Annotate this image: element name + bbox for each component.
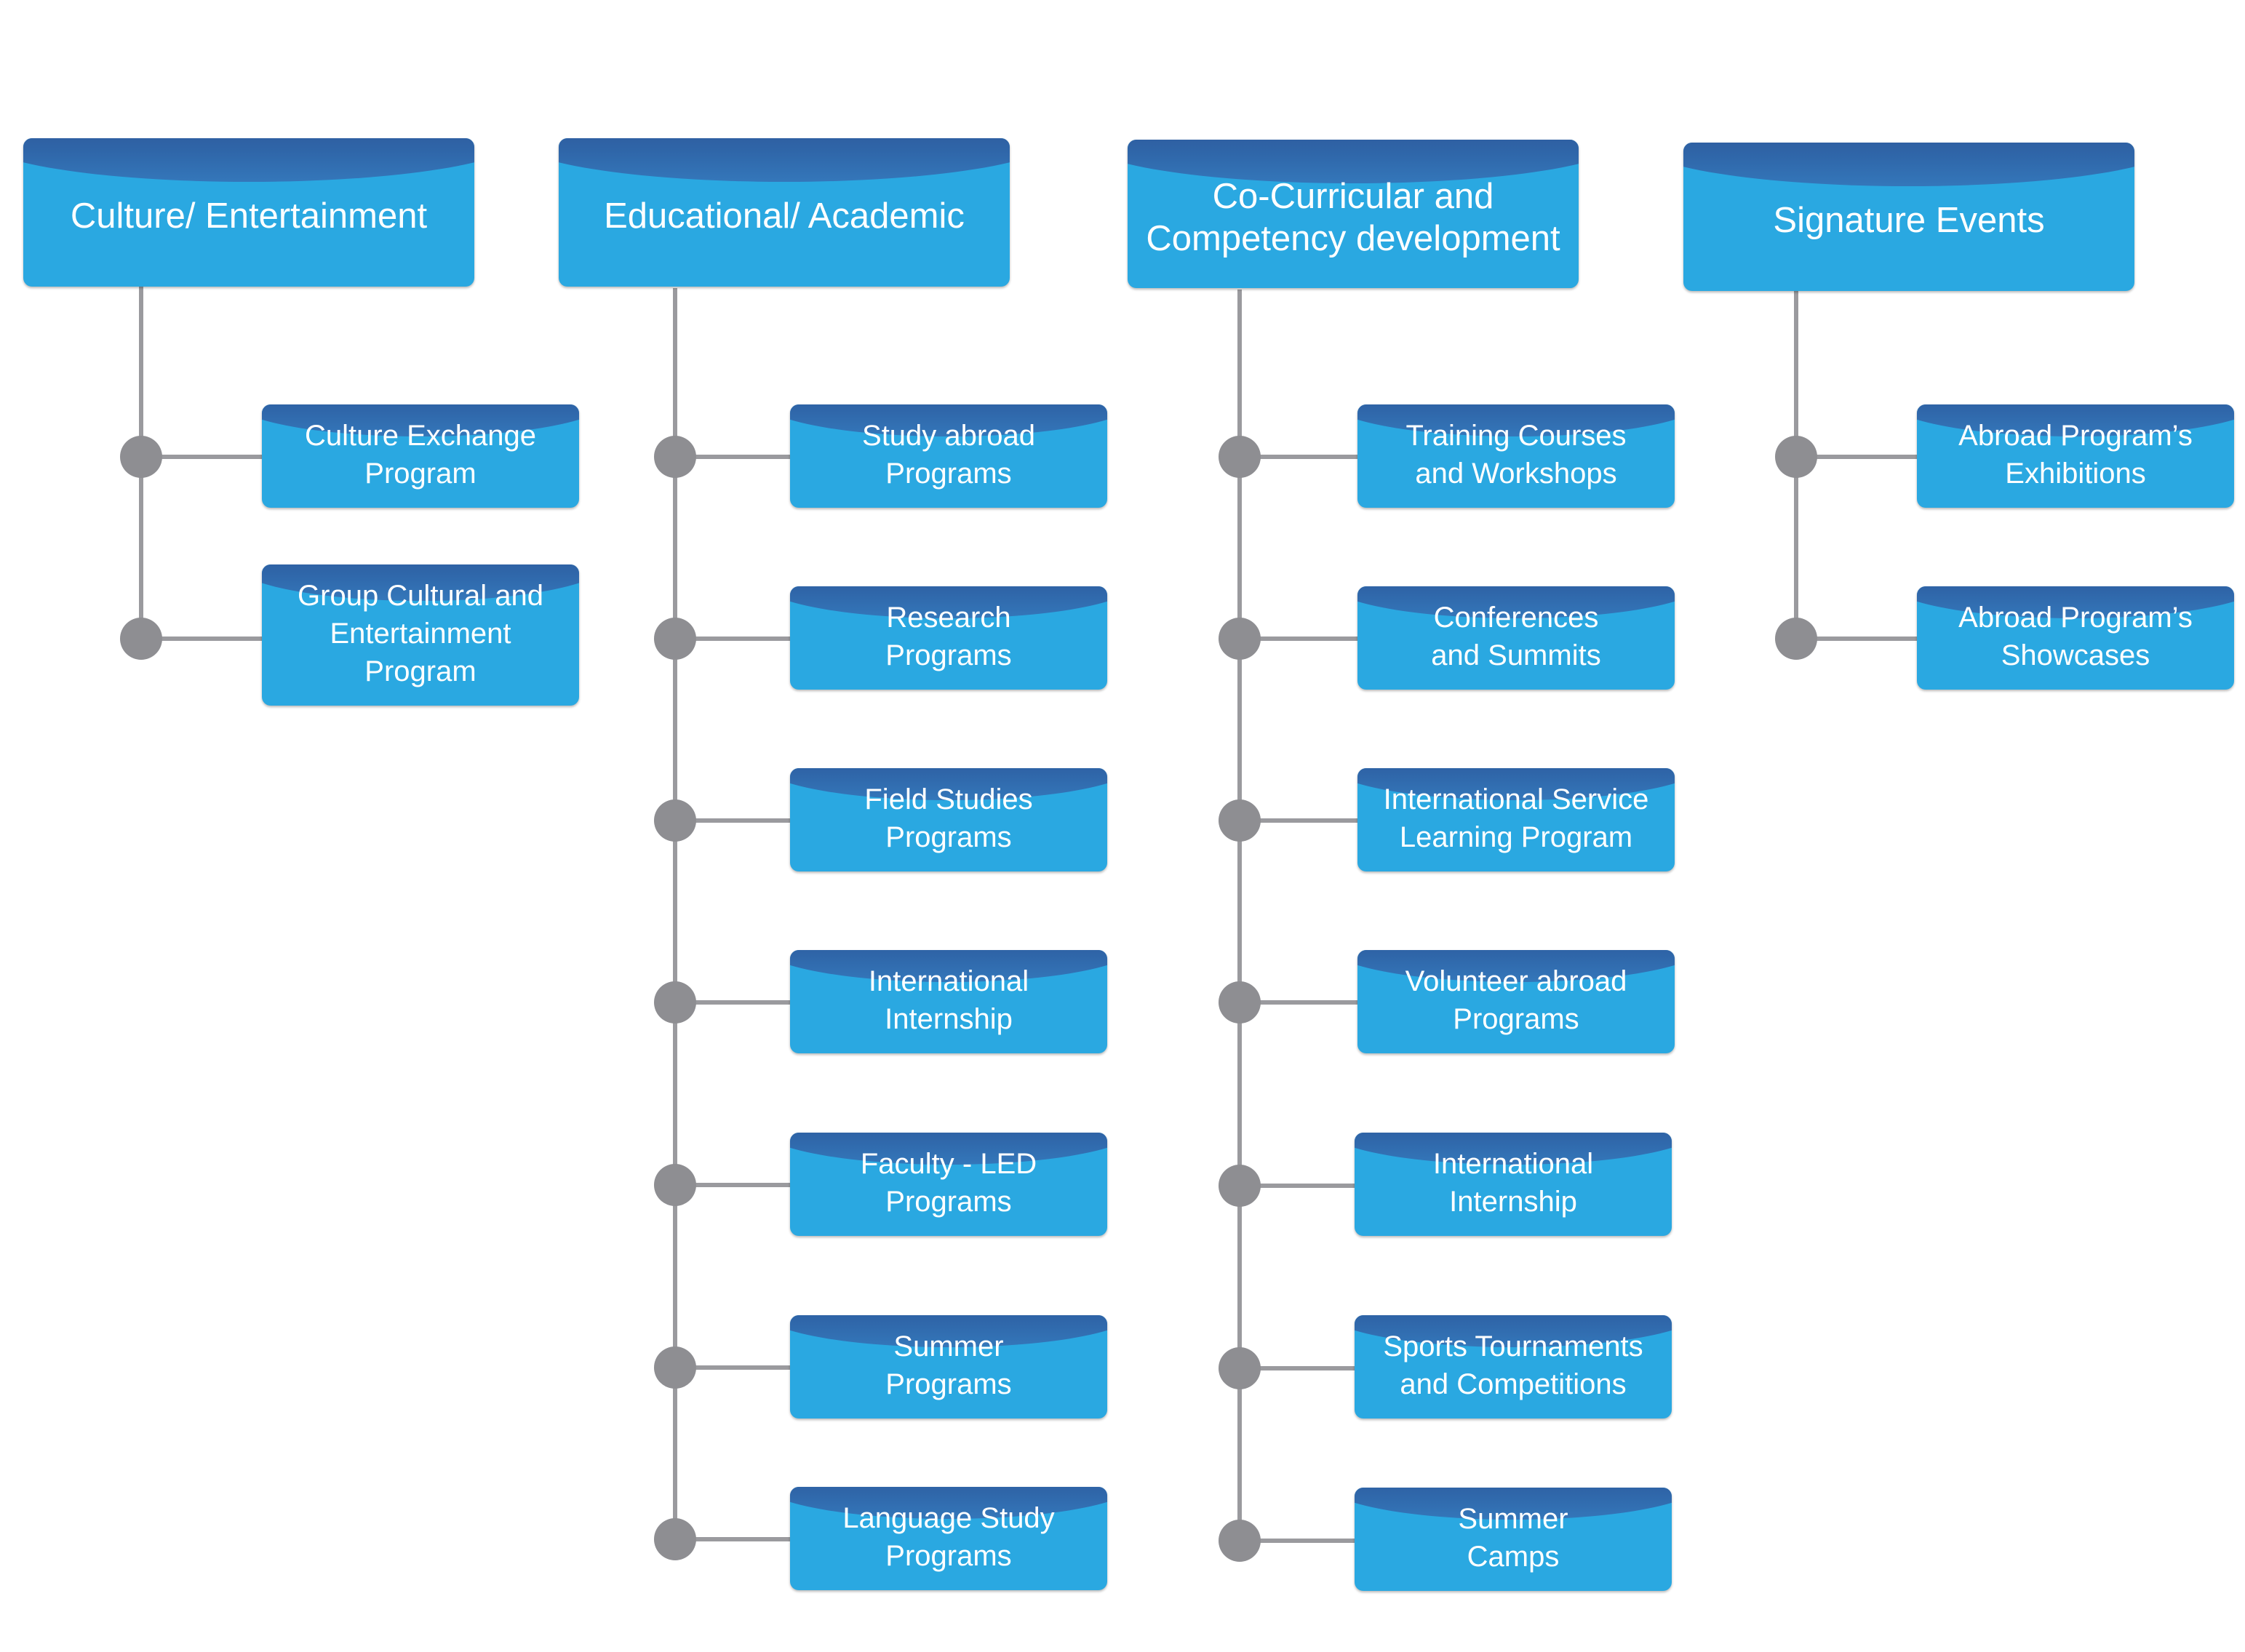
program-box-label: Faculty - LED Programs (860, 1148, 1037, 1218)
program-box: Abroad Program’s Showcases (1917, 586, 2234, 690)
program-box: Training Courses and Workshops (1357, 404, 1675, 508)
connector-branch (675, 818, 791, 823)
connector-node (1219, 1520, 1261, 1562)
connector-branch (675, 637, 791, 641)
connector-node (1219, 436, 1261, 478)
connector-branch (1796, 637, 1917, 641)
program-box-label: Training Courses and Workshops (1405, 420, 1627, 490)
program-box-label: Summer Camps (1458, 1503, 1568, 1573)
program-box: Research Programs (790, 586, 1107, 690)
connector-trunk (1237, 290, 1242, 1542)
connector-branch (141, 455, 262, 459)
connector-node (654, 1346, 696, 1389)
program-box: Volunteer abroad Programs (1357, 950, 1675, 1053)
program-box: Summer Camps (1355, 1488, 1672, 1591)
connector-branch (1240, 1000, 1359, 1005)
category-header: Signature Events (1683, 143, 2134, 291)
program-box: Sports Tournaments and Competitions (1355, 1315, 1672, 1418)
connector-node (654, 618, 696, 660)
category-header: Culture/ Entertainment (23, 138, 474, 287)
program-box: Study abroad Programs (790, 404, 1107, 508)
program-box: International Service Learning Program (1357, 768, 1675, 871)
connector-node (120, 436, 162, 478)
program-box-label: Field Studies Programs (864, 783, 1033, 853)
program-box-label: Abroad Program’s Exhibitions (1958, 420, 2193, 490)
connector-branch (1796, 455, 1917, 459)
connector-branch (675, 1000, 791, 1005)
connector-branch (1240, 455, 1359, 459)
connector-node (654, 1164, 696, 1206)
connector-node (1219, 618, 1261, 660)
program-box-label: Conferences and Summits (1431, 602, 1601, 671)
connector-branch (1240, 1366, 1356, 1370)
connector-branch (1240, 1539, 1356, 1543)
program-box: Faculty - LED Programs (790, 1133, 1107, 1236)
program-box-label: Culture Exchange Program (305, 420, 536, 490)
connector-branch (1240, 1184, 1356, 1188)
program-box-label: Study abroad Programs (862, 420, 1035, 490)
connector-node (1775, 436, 1817, 478)
program-box-label: International Service Learning Program (1383, 783, 1649, 853)
connector-node (1775, 618, 1817, 660)
connector-node (1219, 981, 1261, 1023)
connector-node (654, 981, 696, 1023)
category-header-label: Culture/ Entertainment (70, 196, 428, 236)
program-box-label: Volunteer abroad Programs (1405, 965, 1627, 1035)
program-box-label: Abroad Program’s Showcases (1958, 602, 2193, 671)
connector-node (654, 1518, 696, 1560)
program-box-label: Research Programs (885, 602, 1012, 671)
category-header: Educational/ Academic (559, 138, 1010, 287)
program-box-label: Group Cultural and Entertainment Program (298, 580, 543, 687)
connector-node (1219, 1165, 1261, 1207)
program-box: Conferences and Summits (1357, 586, 1675, 690)
connector-trunk (673, 288, 677, 1541)
connector-branch (1240, 637, 1359, 641)
connector-branch (675, 455, 791, 459)
connector-branch (675, 1537, 791, 1541)
connector-branch (675, 1365, 791, 1370)
program-box: Culture Exchange Program (262, 404, 579, 508)
category-header: Co-Curricular and Competency development (1128, 140, 1579, 288)
connector-node (120, 618, 162, 660)
category-header-label: Co-Curricular and Competency development (1146, 177, 1560, 258)
connector-branch (1240, 818, 1359, 823)
connector-node (654, 799, 696, 842)
program-box: Field Studies Programs (790, 768, 1107, 871)
program-box: International Internship (790, 950, 1107, 1053)
program-box: Group Cultural and Entertainment Program (262, 564, 579, 706)
program-box-label: International Internship (1432, 1148, 1594, 1218)
program-box-label: Language Study Programs (842, 1502, 1055, 1572)
program-box-label: Summer Programs (885, 1330, 1012, 1400)
program-box: Summer Programs (790, 1315, 1107, 1418)
category-header-label: Signature Events (1773, 201, 2045, 240)
program-box-label: Sports Tournaments and Competitions (1383, 1330, 1643, 1400)
program-box-label: International Internship (868, 965, 1029, 1035)
connector-node (1219, 799, 1261, 842)
category-header-label: Educational/ Academic (604, 196, 965, 236)
connector-branch (675, 1183, 791, 1187)
connector-node (1219, 1347, 1261, 1389)
program-box: Language Study Programs (790, 1487, 1107, 1590)
connector-branch (141, 637, 262, 641)
program-box: Abroad Program’s Exhibitions (1917, 404, 2234, 508)
connector-node (654, 436, 696, 478)
program-box: International Internship (1355, 1133, 1672, 1236)
